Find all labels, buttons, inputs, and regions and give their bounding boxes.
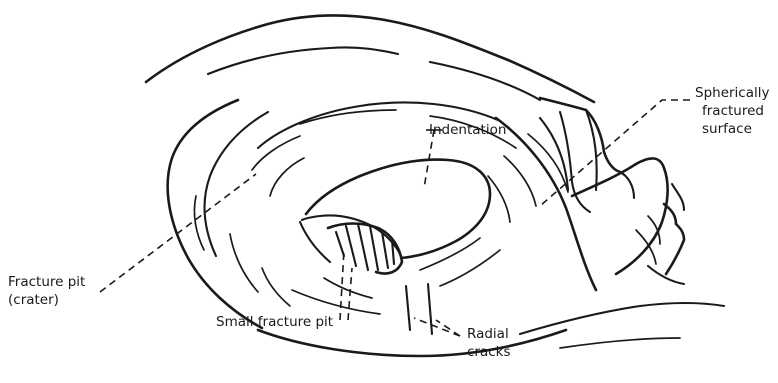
left-wall-stroke-1 [194,196,204,250]
label-fracture-pit-line-1: Fracture pit [8,274,85,290]
indentation-lower-lip [300,222,330,262]
label-small-fracture-pit: Small fracture pit [216,314,333,330]
outer-rim-inner [208,47,398,74]
spherical-block-edge [560,112,590,212]
lower-band-2 [324,278,372,298]
radial-crack-2 [428,284,432,334]
indentation-outline [306,160,490,258]
small-pit-rim [328,224,402,274]
left-inner-wall [205,112,268,256]
left-wall-stroke-3 [262,268,290,306]
right-edge-jag-4 [636,230,656,264]
ripple-band-5 [270,158,304,196]
left-wall-stroke-2 [230,234,258,292]
spherical-block-notch [620,172,634,198]
leader-radial-2 [436,320,460,336]
outer-rim [146,15,594,102]
small-pit-stripe-3 [370,226,378,270]
left-outer-wall [168,100,262,328]
ripple-band-6 [504,156,536,206]
label-radial-line-2: cracks [467,344,511,360]
label-fracture-pit-line-2: (crater) [8,292,59,308]
label-spherical-line-1: Spherically [695,85,770,101]
small-pit-stripe-6 [336,232,344,256]
small-pit-stripe-1 [346,226,356,266]
lower-floor-line [520,303,724,334]
small-pit-stripe-2 [358,224,368,270]
label-radial-line-1: Radial [467,326,509,342]
leader-small-pit-1 [340,250,344,320]
ripple-band-8 [528,134,568,192]
label-indentation: Indentation [429,122,506,138]
leader-fracture-pit [100,174,256,292]
ripple-band-7 [488,176,510,222]
lower-band-1 [292,290,380,314]
radial-crack-1 [406,286,410,330]
label-spherical-line-3: surface [702,121,752,137]
lower-floor-line-2 [560,338,680,348]
right-edge-jag-1 [664,204,684,274]
lower-band-4 [440,250,500,286]
right-edge-jag-2 [672,184,684,210]
leader-small-pit-2 [348,268,352,320]
label-spherical-line-2: fractured [702,103,764,119]
